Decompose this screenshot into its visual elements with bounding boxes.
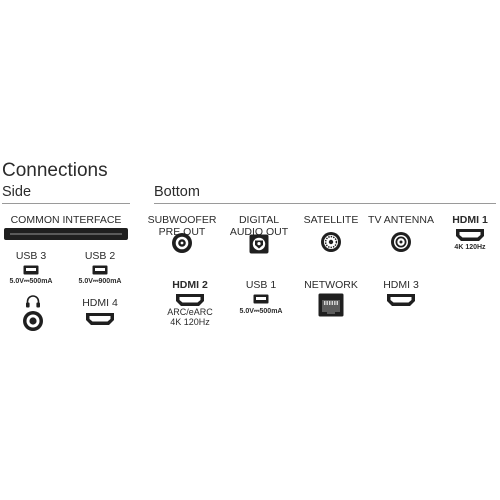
- hdmi4-label: HDMI 4: [82, 297, 118, 309]
- common-interface-slot-icon: [4, 228, 128, 240]
- subwoofer-label-line1: SUBWOOFER: [147, 214, 217, 226]
- ethernet-port-icon: [318, 293, 344, 317]
- usb1-spec: 5.0V⎓500mA: [239, 308, 283, 315]
- hdmi2-spec-line2: 4K 120Hz: [170, 317, 210, 327]
- section-side-title: Side: [2, 184, 32, 200]
- page-title: Connections: [2, 160, 108, 181]
- digital-audio-label-line1: DIGITAL: [238, 214, 280, 226]
- hdmi-port-icon: [176, 294, 204, 306]
- antenna-connector-icon: [391, 232, 411, 252]
- optical-port-icon: [249, 234, 269, 254]
- hdmi-port-icon: [387, 294, 415, 306]
- tv-antenna-label: TV ANTENNA: [368, 214, 434, 226]
- usb-port-icon: [23, 265, 39, 275]
- usb3-label: USB 3: [15, 250, 47, 262]
- usb-port-icon: [253, 294, 269, 304]
- usb1-label: USB 1: [245, 279, 277, 291]
- satellite-connector-icon: [321, 232, 341, 252]
- hdmi-port-icon: [456, 229, 484, 241]
- side-divider: [2, 203, 130, 204]
- satellite-label: SATELLITE: [303, 214, 359, 226]
- subwoofer-label-line2: PRE OUT: [158, 226, 206, 238]
- digital-audio-label-line2: AUDIO OUT: [229, 226, 289, 238]
- usb2-spec: 5.0V⎓900mA: [78, 278, 122, 285]
- rca-jack-icon: [172, 233, 192, 253]
- common-interface-label: COMMON INTERFACE: [10, 214, 122, 226]
- network-label: NETWORK: [304, 279, 358, 291]
- usb3-spec: 5.0V⎓500mA: [9, 278, 53, 285]
- hdmi1-label: HDMI 1: [452, 214, 488, 226]
- usb-port-icon: [92, 265, 108, 275]
- hdmi1-spec: 4K 120Hz: [454, 244, 486, 251]
- hdmi-port-icon: [86, 313, 114, 325]
- headphone-jack-icon: [23, 311, 43, 331]
- hdmi3-label: HDMI 3: [383, 279, 419, 291]
- hdmi2-label: HDMI 2: [172, 279, 208, 291]
- usb2-label: USB 2: [84, 250, 116, 262]
- bottom-divider: [154, 203, 496, 204]
- hdmi2-spec-line1: ARC/eARC: [167, 307, 213, 317]
- section-bottom-title: Bottom: [154, 184, 200, 200]
- headphones-icon: [26, 295, 40, 308]
